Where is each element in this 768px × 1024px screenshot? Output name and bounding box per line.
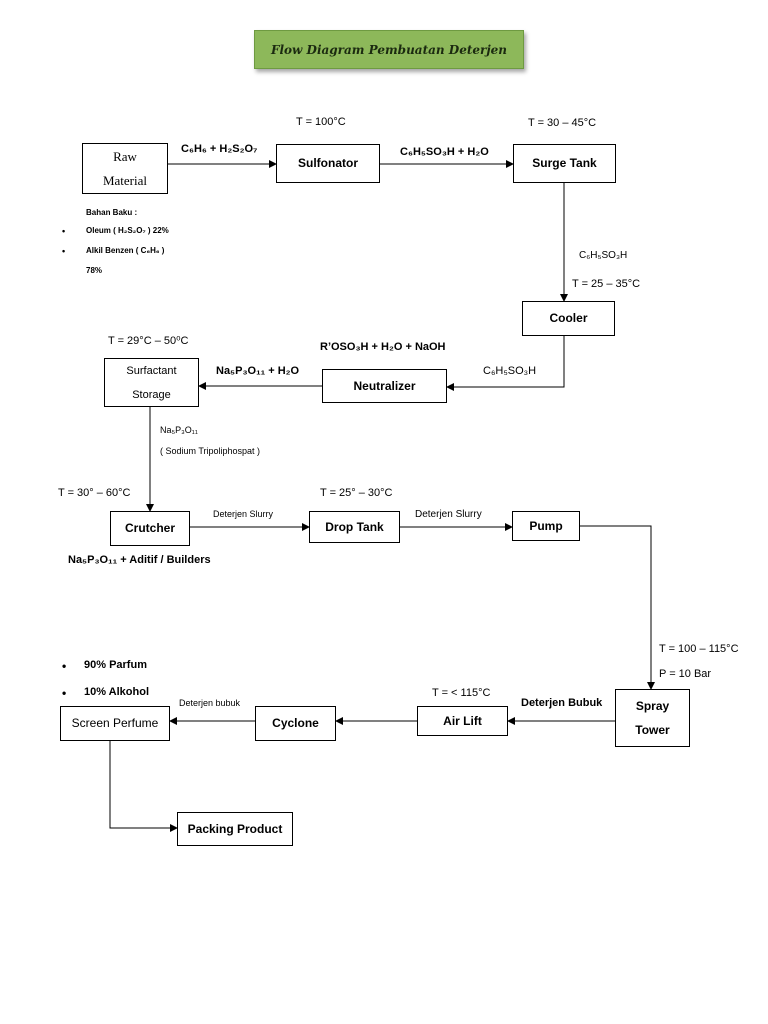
- condition-cooler: T = 25 – 35°C: [572, 278, 641, 290]
- raw-material-box: Raw Material: [82, 143, 168, 194]
- arrow-cooler-to-neutralizer: [446, 336, 565, 391]
- spray-tower-box: Spray Tower: [615, 689, 690, 747]
- condition-surfactant-storage: T = 29°C – 50⁰C: [108, 335, 189, 347]
- sulfonator-box: Sulfonator: [276, 144, 380, 183]
- stream-raw-to-sulfonator: C₆H₆ + H₂S₂O₇: [181, 143, 258, 155]
- stream-neutralizer-reaction: R’OSO₃H + H₂O + NaOH: [320, 341, 446, 353]
- diagram-title: Flow Diagram Pembuatan Deterjen: [254, 30, 524, 69]
- drop-tank-box: Drop Tank: [309, 511, 400, 543]
- perfume-note-parfum: 90% Parfum: [62, 659, 147, 673]
- stream-sulfonator-to-surge: C₆H₅SO₃H + H₂O: [400, 146, 489, 158]
- raw-material-item-oleum: Oleum ( H₂S₂O₇ ) 22%: [62, 226, 169, 236]
- surfactant-storage-line-1: Surfactant: [126, 364, 177, 377]
- stream-storage-formula: Na₅P₃O₁₁: [160, 425, 198, 435]
- surfactant-storage-line-2: Storage: [132, 388, 171, 401]
- cyclone-box: Cyclone: [255, 706, 336, 741]
- stream-crutcher-to-drop: Deterjen Slurry: [213, 509, 274, 519]
- perfume-note-alkohol: 10% Alkohol: [62, 686, 149, 700]
- pump-box: Pump: [512, 511, 580, 541]
- packing-product-box: Packing Product: [177, 812, 293, 846]
- raw-material-line-2: Material: [102, 172, 148, 188]
- condition-air-lift: T = < 115°C: [432, 687, 491, 699]
- stream-neutralizer-to-storage: Na₅P₃O₁₁ + H₂O: [216, 365, 300, 377]
- condition-spray-tower-pressure: P = 10 Bar: [659, 668, 712, 680]
- crutcher-box: Crutcher: [110, 511, 190, 546]
- raw-material-line-1: Raw: [113, 148, 137, 164]
- arrow-pump-to-tower: [580, 525, 655, 690]
- stream-storage-name: ( Sodium Tripoliphospat ): [160, 446, 261, 456]
- condition-drop-tank: T = 25° – 30°C: [320, 487, 393, 499]
- arrow-screen-to-packing: [109, 741, 178, 832]
- condition-spray-tower-temperature: T = 100 – 115°C: [659, 643, 739, 655]
- neutralizer-box: Neutralizer: [322, 369, 447, 403]
- air-lift-box: Air Lift: [417, 706, 508, 736]
- raw-material-item-alkil: Alkil Benzen ( C₆H₆ ): [62, 246, 165, 256]
- stream-tower-to-airlift: Deterjen Bubuk: [521, 697, 603, 709]
- screen-perfume-box: Screen Perfume: [60, 706, 170, 741]
- raw-material-heading: Bahan Baku :: [86, 208, 138, 217]
- spray-tower-line-1: Spray: [635, 699, 670, 713]
- condition-crutcher: T = 30° – 60°C: [58, 487, 131, 499]
- surge-tank-box: Surge Tank: [513, 144, 616, 183]
- stream-cyclone-to-screen: Deterjen bubuk: [179, 698, 241, 708]
- surfactant-storage-box: Surfactant Storage: [104, 358, 199, 407]
- condition-surge-tank: T = 30 – 45°C: [528, 117, 597, 129]
- raw-material-percent: 78%: [86, 266, 103, 275]
- condition-sulfonator: T = 100°C: [296, 116, 346, 128]
- cooler-box: Cooler: [522, 301, 615, 336]
- stream-surge-to-cooler: C₆H₅SO₃H: [579, 250, 628, 261]
- stream-drop-to-pump: Deterjen Slurry: [415, 509, 482, 520]
- stream-crutcher-input: Na₅P₃O₁₁ + Aditif / Builders: [68, 554, 211, 566]
- stream-cooler-to-neutralizer: C₆H₅SO₃H: [483, 365, 537, 377]
- spray-tower-line-2: Tower: [635, 723, 670, 737]
